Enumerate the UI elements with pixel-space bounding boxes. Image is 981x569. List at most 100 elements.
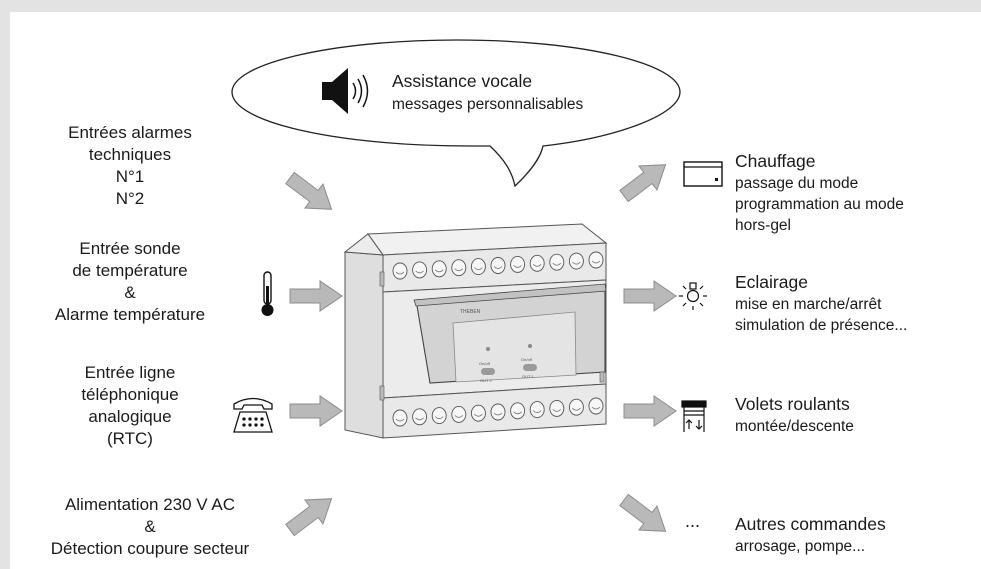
terminal-screw-slot bbox=[532, 410, 542, 413]
power-line-3: Détection coupure secteur bbox=[50, 539, 250, 558]
terminal-screw-slot bbox=[552, 409, 562, 412]
terminal-screw bbox=[431, 260, 447, 278]
terminal-screw bbox=[392, 262, 408, 280]
arrow-shutters-output bbox=[623, 395, 677, 427]
temperature-line-3: & bbox=[124, 283, 136, 302]
other-title: Autres commandes bbox=[735, 514, 886, 534]
power-line-2: & bbox=[144, 517, 156, 536]
terminal-screw-slot bbox=[395, 271, 405, 275]
terminal-screw bbox=[412, 408, 428, 426]
phone-input-label: Entrée ligne téléphonique analogique (RT… bbox=[40, 362, 220, 450]
terminal-screw bbox=[510, 402, 526, 420]
other-output-label: Autres commandes arrosage, pompe... bbox=[735, 513, 886, 557]
lighting-line-1: mise en marche/arrêt bbox=[735, 296, 882, 313]
terminal-screw-slot bbox=[454, 415, 464, 418]
terminal-screw bbox=[549, 399, 565, 417]
terminal-screws-top bbox=[392, 251, 604, 280]
terminal-screw-slot bbox=[415, 270, 424, 274]
shutters-line-1: montée/descente bbox=[735, 418, 854, 435]
voice-assistance-label: Assistance vocale messages personnalisab… bbox=[392, 70, 583, 115]
power-input-label: Alimentation 230 V AC & Détection coupur… bbox=[20, 494, 280, 560]
terminal-screw bbox=[470, 258, 486, 276]
terminal-screw bbox=[392, 409, 408, 427]
terminal-screw bbox=[490, 403, 506, 421]
arrow-lighting-output bbox=[623, 280, 677, 312]
terminal-screw bbox=[568, 252, 584, 270]
terminal-screw-slot bbox=[591, 406, 601, 410]
terminal-screw-slot bbox=[493, 412, 503, 416]
terminal-screw bbox=[588, 251, 604, 269]
terminal-screw-slot bbox=[415, 417, 424, 421]
terminal-screw-slot bbox=[395, 418, 405, 422]
temperature-line-1: Entrée sonde bbox=[79, 239, 181, 258]
shutters-title: Volets roulants bbox=[735, 394, 850, 414]
arrow-temperature-input bbox=[289, 280, 343, 312]
switch-label-2: On/off bbox=[521, 357, 533, 362]
shutters-output-label: Volets roulants montée/descente bbox=[735, 393, 854, 437]
terminal-screw bbox=[529, 401, 545, 419]
out2-switch bbox=[523, 364, 537, 371]
terminal-screw bbox=[549, 253, 565, 271]
thermometer-icon bbox=[261, 271, 274, 316]
phone-line-3: analogique bbox=[88, 407, 172, 426]
arrow-heating-output bbox=[619, 164, 667, 203]
power-line-1: Alimentation 230 V AC bbox=[64, 495, 236, 514]
lighting-output-label: Eclairage mise en marche/arrêt simulatio… bbox=[735, 271, 907, 336]
terminal-screw-slot bbox=[474, 267, 483, 270]
terminal-screw-slot bbox=[474, 413, 483, 417]
heater-icon bbox=[683, 161, 723, 187]
frame-top-border bbox=[0, 0, 981, 12]
terminal-screw bbox=[568, 398, 584, 416]
terminal-screw-slot bbox=[513, 411, 522, 415]
terminal-screw bbox=[470, 404, 486, 422]
frame-left-border bbox=[0, 0, 10, 569]
device: THEBEN On/off On/off OUT 2 OUT 1 bbox=[343, 223, 608, 439]
terminal-screw bbox=[412, 261, 428, 279]
lighting-title: Eclairage bbox=[735, 272, 808, 292]
telephone-icon bbox=[233, 397, 273, 433]
shutter-icon bbox=[681, 400, 707, 432]
terminal-screw-slot bbox=[434, 416, 444, 419]
terminal-screw bbox=[451, 405, 467, 423]
alarm-line-2: techniques bbox=[88, 145, 172, 164]
phone-line-1: Entrée ligne bbox=[84, 363, 176, 382]
phone-line-4: (RTC) bbox=[107, 429, 153, 448]
terminal-screw-slot bbox=[493, 266, 503, 269]
terminal-screws-bottom bbox=[392, 397, 604, 427]
heating-title: Chauffage bbox=[735, 151, 816, 171]
terminal-screw bbox=[529, 254, 545, 272]
terminal-screw-slot bbox=[572, 261, 581, 265]
terminal-screw-slot bbox=[591, 260, 601, 264]
alarm-line-4: N°2 bbox=[115, 189, 145, 208]
other-commands-icon: ... bbox=[685, 511, 701, 531]
temperature-line-2: de température bbox=[72, 261, 188, 280]
terminal-screw bbox=[510, 255, 526, 273]
out1-label: OUT 2 bbox=[480, 378, 492, 383]
terminal-screw-slot bbox=[454, 268, 464, 272]
terminal-screw-slot bbox=[434, 269, 444, 273]
lamp-icon bbox=[679, 282, 707, 310]
terminal-screw-slot bbox=[552, 262, 562, 266]
voice-subtitle: messages personnalisables bbox=[392, 96, 584, 113]
heating-output-label: Chauffage passage du mode programmation … bbox=[735, 150, 904, 236]
arrow-power-input bbox=[285, 498, 333, 537]
terminal-screw bbox=[490, 257, 506, 274]
arrow-other-output bbox=[619, 493, 667, 532]
out1-switch bbox=[481, 368, 495, 375]
terminal-screw-slot bbox=[513, 265, 522, 268]
other-line-1: arrosage, pompe... bbox=[735, 538, 866, 555]
heating-line-2: programmation au mode bbox=[735, 196, 904, 213]
phone-line-2: téléphonique bbox=[81, 385, 179, 404]
arrow-phone-input bbox=[289, 395, 343, 427]
switch-label-1: On/off bbox=[479, 361, 491, 366]
temperature-line-4: Alarme température bbox=[54, 305, 206, 324]
voice-title: Assistance vocale bbox=[392, 71, 533, 91]
lighting-line-2: simulation de présence... bbox=[735, 317, 908, 334]
heating-line-3: hors-gel bbox=[735, 217, 791, 234]
terminal-screw bbox=[451, 259, 467, 277]
alarm-inputs-label: Entrées alarmes techniques N°1 N°2 bbox=[40, 122, 220, 210]
out2-label: OUT 1 bbox=[522, 374, 534, 379]
device-brand: THEBEN bbox=[460, 309, 481, 315]
